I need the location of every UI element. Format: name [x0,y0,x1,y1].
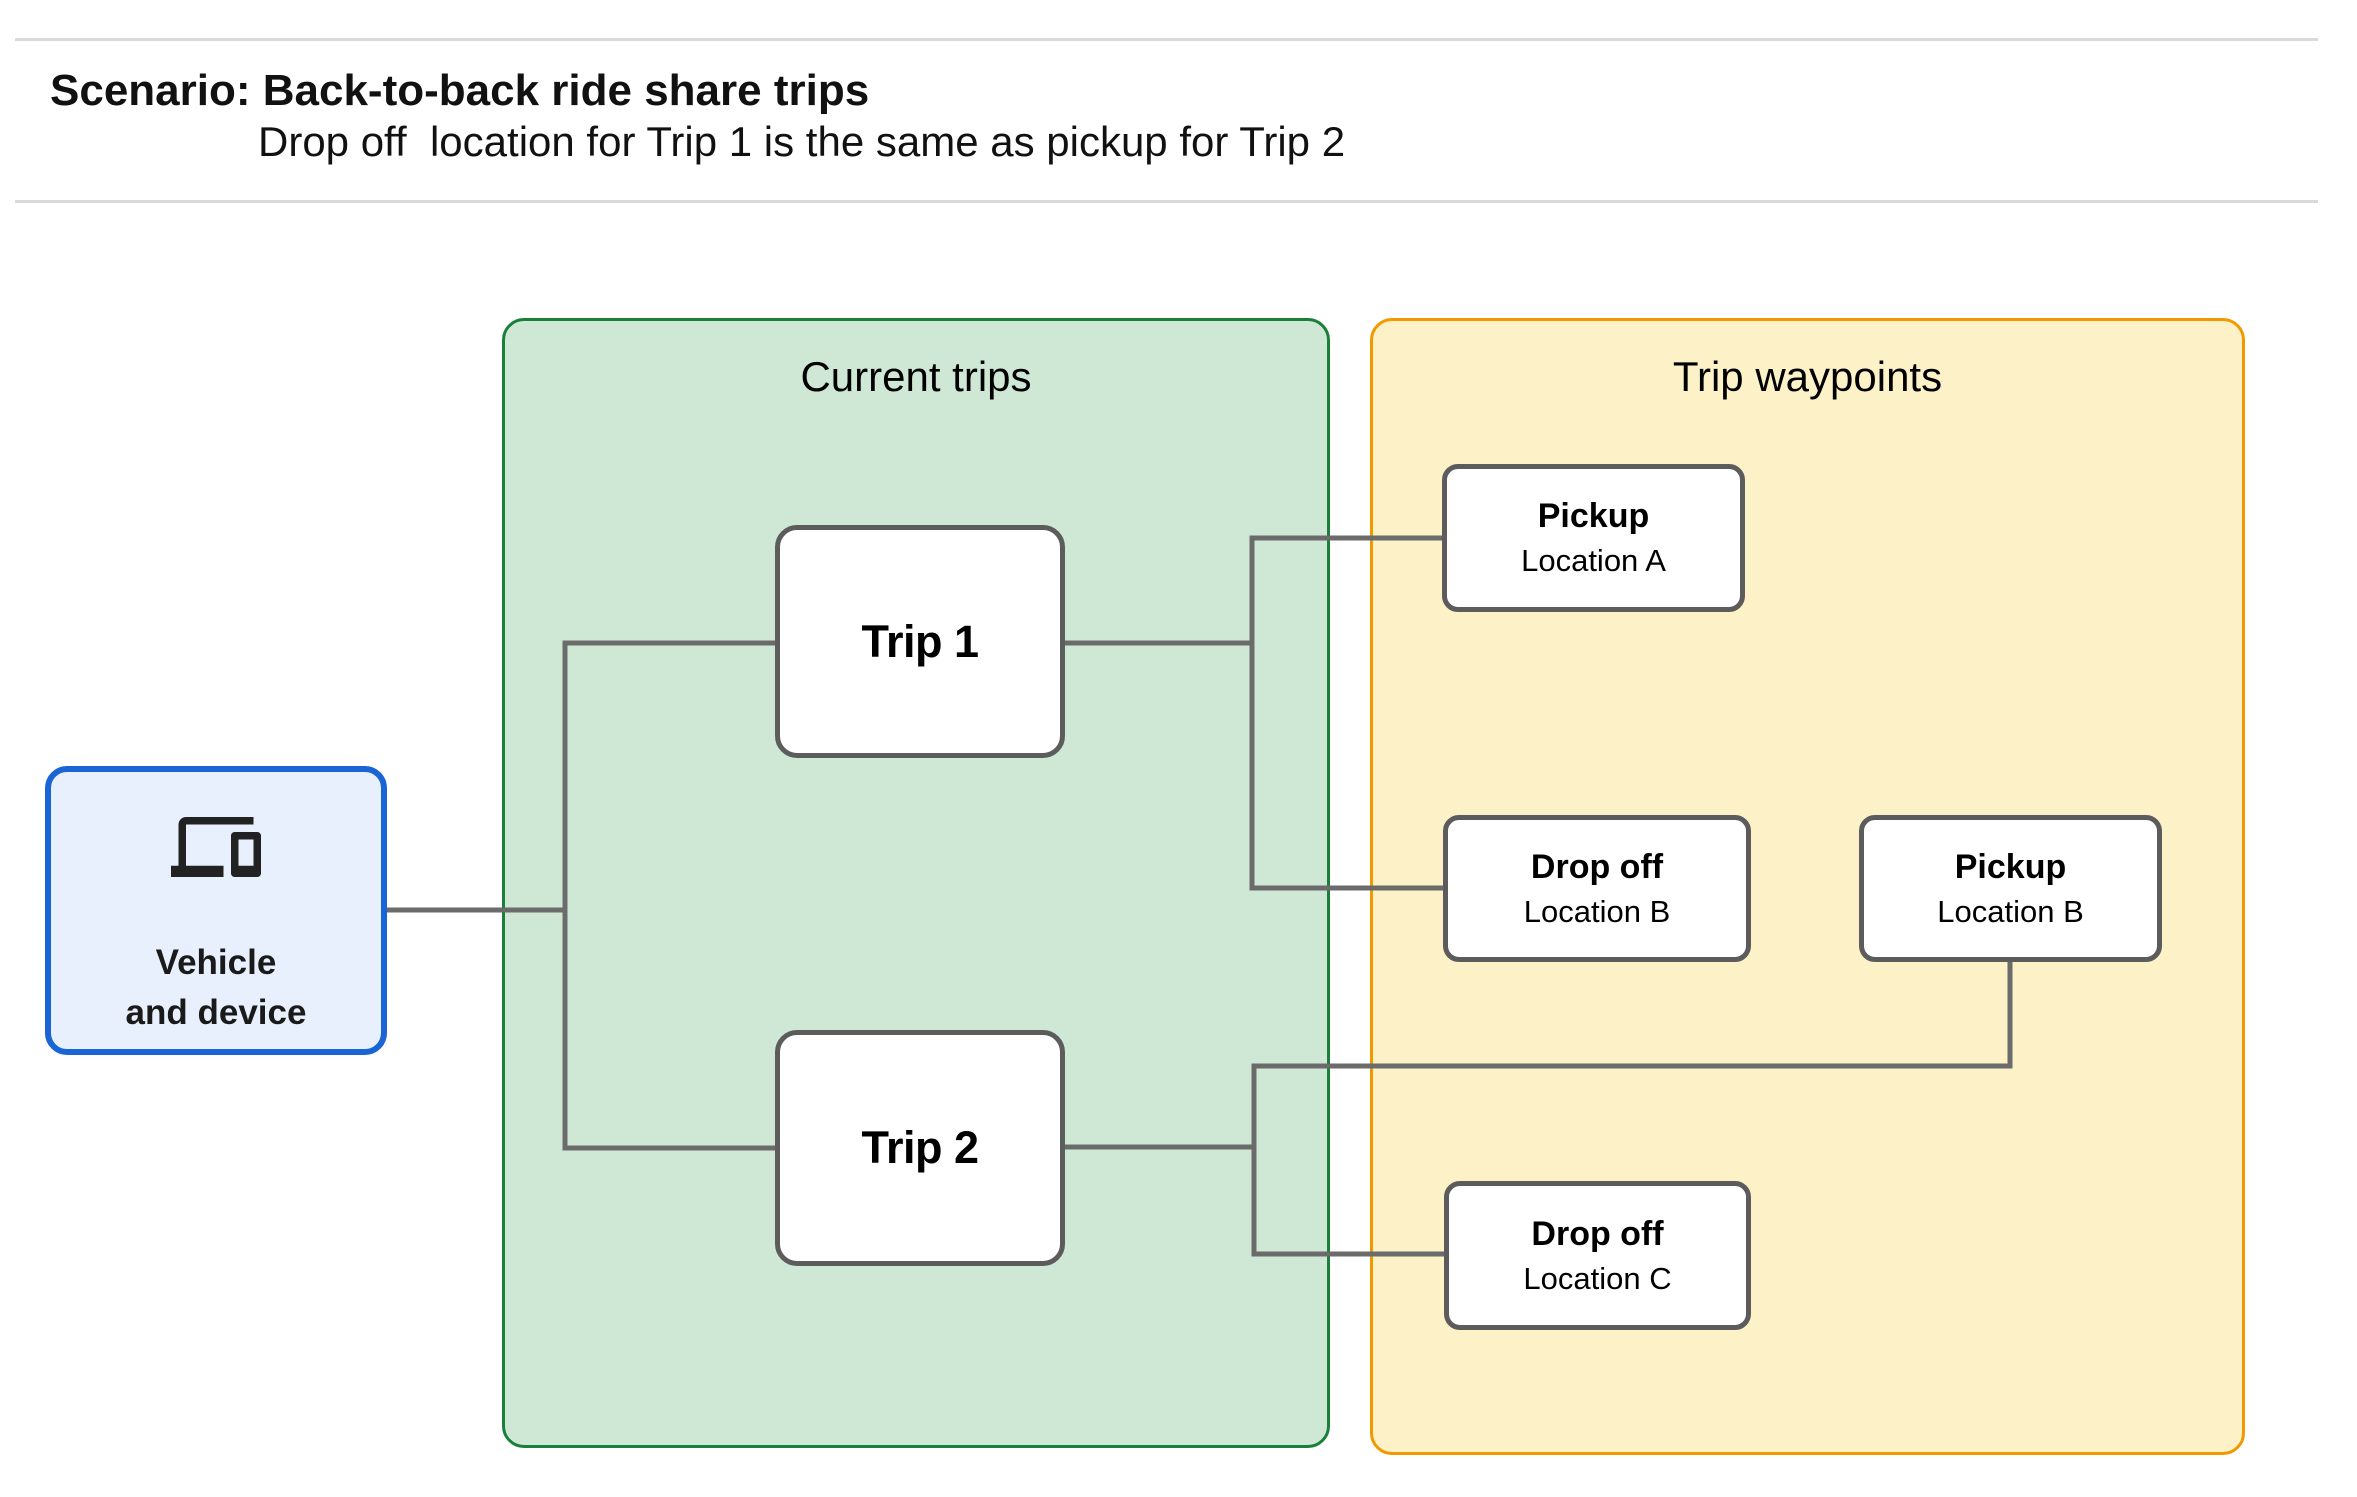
node-trip-1: Trip 1 [775,525,1065,758]
group-current-trips-title: Current trips [800,353,1032,400]
group-trip-waypoints-title: Trip waypoints [1672,353,1943,400]
devices-icon [171,817,261,877]
header-divider-bottom [15,200,2318,203]
node-vehicle: Vehicle and device [45,766,387,1055]
node-pickup-location-b: Pickup Location B [1859,815,2162,962]
header-divider-top [15,38,2318,41]
node-dropoff-location-c: Drop off Location C [1444,1181,1751,1330]
edge-trip1-to-waypoints [1062,535,1446,891]
edge-vehicle-to-trips [384,640,778,1151]
waypoint-title: Drop off [1531,1214,1664,1253]
waypoint-location: Location B [1937,893,2084,929]
node-trip-2: Trip 2 [775,1030,1065,1266]
waypoint-location: Location B [1523,893,1671,929]
node-dropoff-location-b: Drop off Location B [1443,815,1751,962]
edge-trip2-to-waypoints [1062,959,2013,1257]
header-title: Scenario: Back-to-back ride share trips [50,66,870,115]
node-vehicle-label: Vehicle and device [125,943,307,1032]
waypoint-title: Pickup [1954,847,2067,886]
waypoint-title: Drop off [1530,847,1664,886]
waypoint-location: Location A [1521,543,1666,579]
node-trip-2-label: Trip 2 [861,1122,979,1173]
node-pickup-location-a: Pickup Location A [1442,464,1745,612]
waypoint-location: Location C [1523,1260,1672,1296]
header-subtitle: Drop off location for Trip 1 is the same… [258,118,1346,165]
waypoint-title: Pickup [1537,497,1650,536]
node-trip-1-label: Trip 1 [861,615,979,667]
